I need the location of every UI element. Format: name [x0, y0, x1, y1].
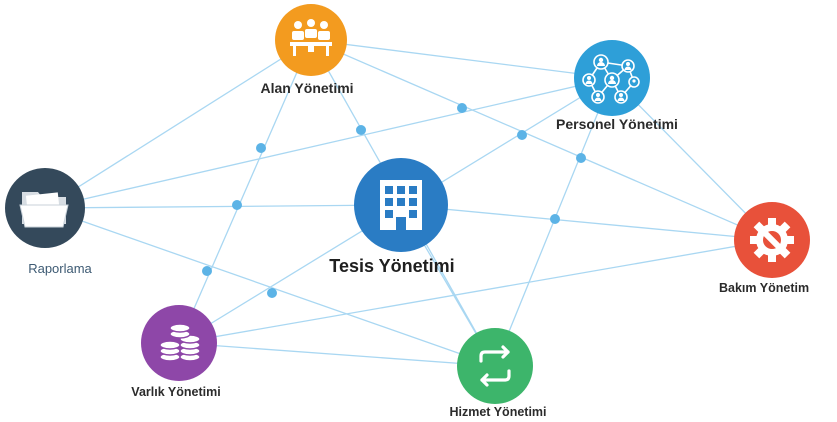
people-network-icon [582, 54, 640, 104]
junction-dot [576, 153, 586, 163]
node-raporlama [5, 168, 85, 248]
connection-lines [44, 39, 773, 367]
node-label-bakim: Bakım Yönetim [719, 281, 810, 295]
node-label-alan: Alan Yönetimi [260, 80, 354, 96]
gear-wrench-icon [750, 218, 794, 262]
node-label-personel: Personel Yönetimi [556, 116, 678, 132]
connection-line [44, 204, 402, 209]
folder-icon [19, 192, 69, 228]
node-hizmet-circle [457, 328, 533, 404]
node-personel [574, 40, 650, 116]
connection-line [178, 342, 496, 367]
coin-stack-icon [159, 323, 201, 362]
meeting-people-icon [290, 19, 332, 56]
node-alan [275, 4, 347, 76]
junction-dot [267, 288, 277, 298]
junction-dot [457, 103, 467, 113]
connection-line [310, 39, 773, 241]
refresh-cycle-icon [479, 345, 511, 387]
node-alan-circle [275, 4, 347, 76]
junction-dot [256, 143, 266, 153]
junction-dot [232, 200, 242, 210]
junction-dot [356, 125, 366, 135]
node-label-tesis: Tesis Yönetimi [329, 256, 455, 276]
building-icon [380, 180, 422, 230]
junction-dot [550, 214, 560, 224]
node-bakim [734, 202, 810, 278]
node-hizmet [457, 328, 533, 404]
node-tesis [354, 158, 448, 252]
junction-dot [202, 266, 212, 276]
junction-dots [202, 103, 586, 298]
connection-line [178, 239, 773, 344]
node-label-hizmet: Hizmet Yönetimi [449, 405, 547, 419]
node-label-varlik: Varlık Yönetimi [131, 385, 221, 399]
connection-line [310, 39, 613, 79]
connection-line [400, 204, 773, 241]
node-label-raporlama: Raporlama [28, 261, 92, 276]
connection-line [44, 77, 613, 209]
node-varlik [141, 305, 217, 381]
connection-line [44, 207, 496, 367]
connection-line [178, 39, 312, 344]
connection-line [44, 39, 312, 209]
junction-dot [517, 130, 527, 140]
